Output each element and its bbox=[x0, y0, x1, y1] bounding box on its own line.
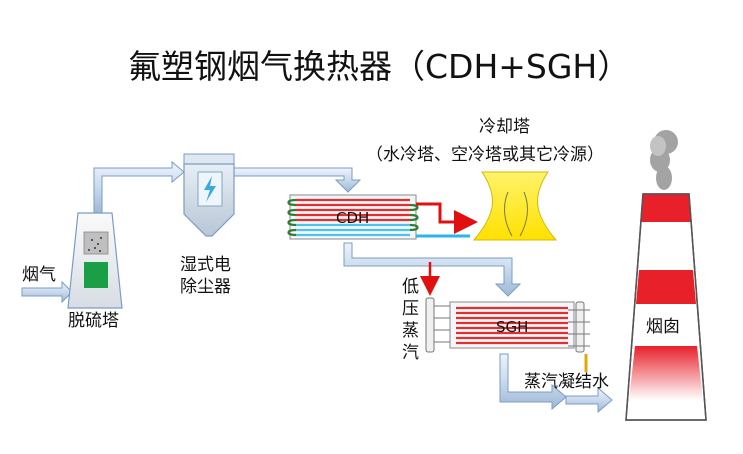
wet-esp-label-line2: 除尘器 bbox=[180, 277, 231, 297]
wet-esp bbox=[183, 153, 235, 237]
lightning-icon bbox=[204, 176, 216, 202]
steam-label-char-3: 蒸 bbox=[402, 321, 419, 341]
desulfurization-tower-label: 脱硫塔 bbox=[68, 311, 119, 331]
flue-gas-label: 烟气 bbox=[22, 265, 56, 285]
sgh-label: SGH bbox=[496, 318, 528, 336]
steam-label-char-4: 汽 bbox=[402, 343, 419, 363]
flue-gas-pipes bbox=[21, 160, 613, 414]
hot-water-pipe bbox=[416, 202, 478, 234]
cooling-tower-label: 冷却塔 bbox=[479, 117, 530, 137]
condensate-label: 蒸汽凝结水 bbox=[524, 372, 609, 392]
wet-esp-label-line1: 湿式电 bbox=[180, 255, 231, 275]
steam-label-char-1: 低 bbox=[402, 277, 419, 297]
smoke-icon bbox=[650, 130, 678, 190]
desulfurization-tower bbox=[67, 212, 123, 309]
cooling-tower bbox=[472, 171, 558, 241]
sgh-exchanger bbox=[425, 297, 590, 353]
cdh-label: CDH bbox=[336, 209, 369, 227]
chimney bbox=[625, 130, 707, 421]
cooling-tower-sublabel: （水冷塔、空冷塔或其它冷源） bbox=[366, 145, 604, 165]
steam-label-char-2: 压 bbox=[402, 299, 419, 319]
diagram-title: 氟塑钢烟气换热器（CDH+SGH） bbox=[128, 47, 630, 86]
chimney-label: 烟囱 bbox=[646, 317, 680, 337]
cdh-exchanger bbox=[287, 194, 419, 240]
